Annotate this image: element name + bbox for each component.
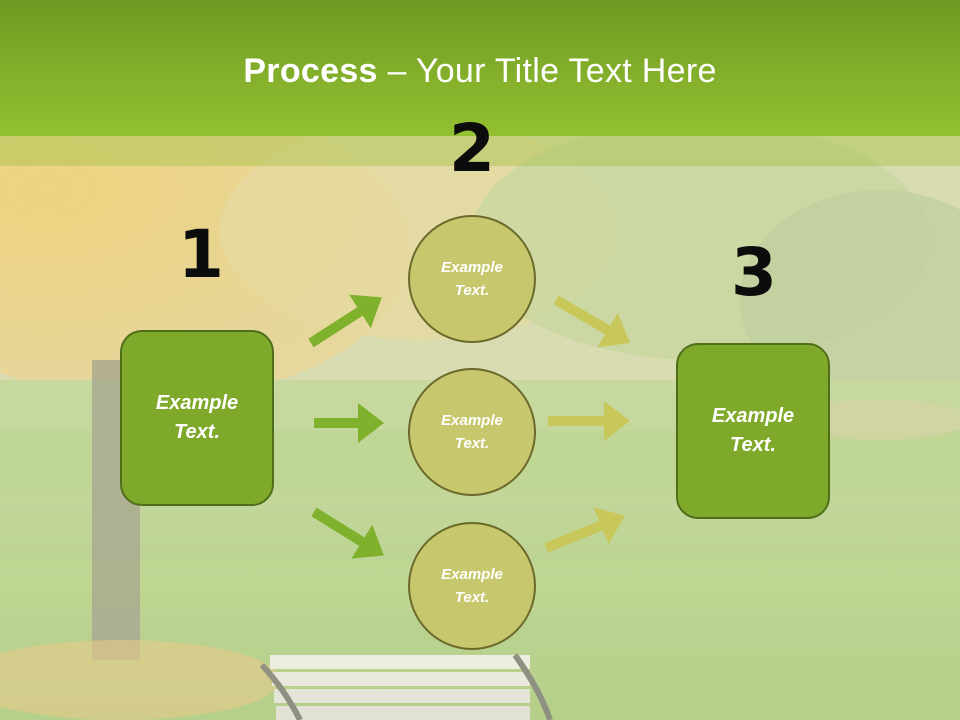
circle-1-text-line1: Example [441, 259, 503, 276]
circle-3-text-line1: Example [441, 566, 503, 583]
step-1-text-line2: Text. [174, 421, 220, 443]
circle-2-text-line2: Text. [454, 435, 490, 452]
arrow-right-top [553, 295, 631, 348]
page-title: Process – Your Title Text Here [0, 52, 960, 91]
circle-2-text-line1: Example [441, 412, 503, 429]
step-1-box: Example Text. [120, 330, 274, 506]
step-2-circle-top: Example Text. [408, 215, 536, 343]
arrow-left-bottom [311, 507, 384, 559]
step-number-3: 3 [731, 234, 777, 311]
step-number-1: 1 [178, 216, 224, 293]
step-number-2: 2 [449, 110, 495, 187]
step-3-box: Example Text. [676, 343, 830, 519]
step-3-text-line1: Example [711, 405, 795, 427]
step-2-circle-middle: Example Text. [408, 368, 536, 496]
arrow-right-bottom [544, 507, 625, 553]
circle-1-text-line2: Text. [454, 282, 490, 299]
arrow-left-top [308, 294, 382, 348]
title-rest: – Your Title Text Here [377, 52, 717, 90]
title-bold: Process [243, 52, 378, 90]
step-1-text-line1: Example [155, 392, 239, 414]
circle-3-text-line2: Text. [454, 589, 490, 606]
step-3-text-line2: Text. [730, 434, 776, 456]
step-2-circle-bottom: Example Text. [408, 522, 536, 650]
